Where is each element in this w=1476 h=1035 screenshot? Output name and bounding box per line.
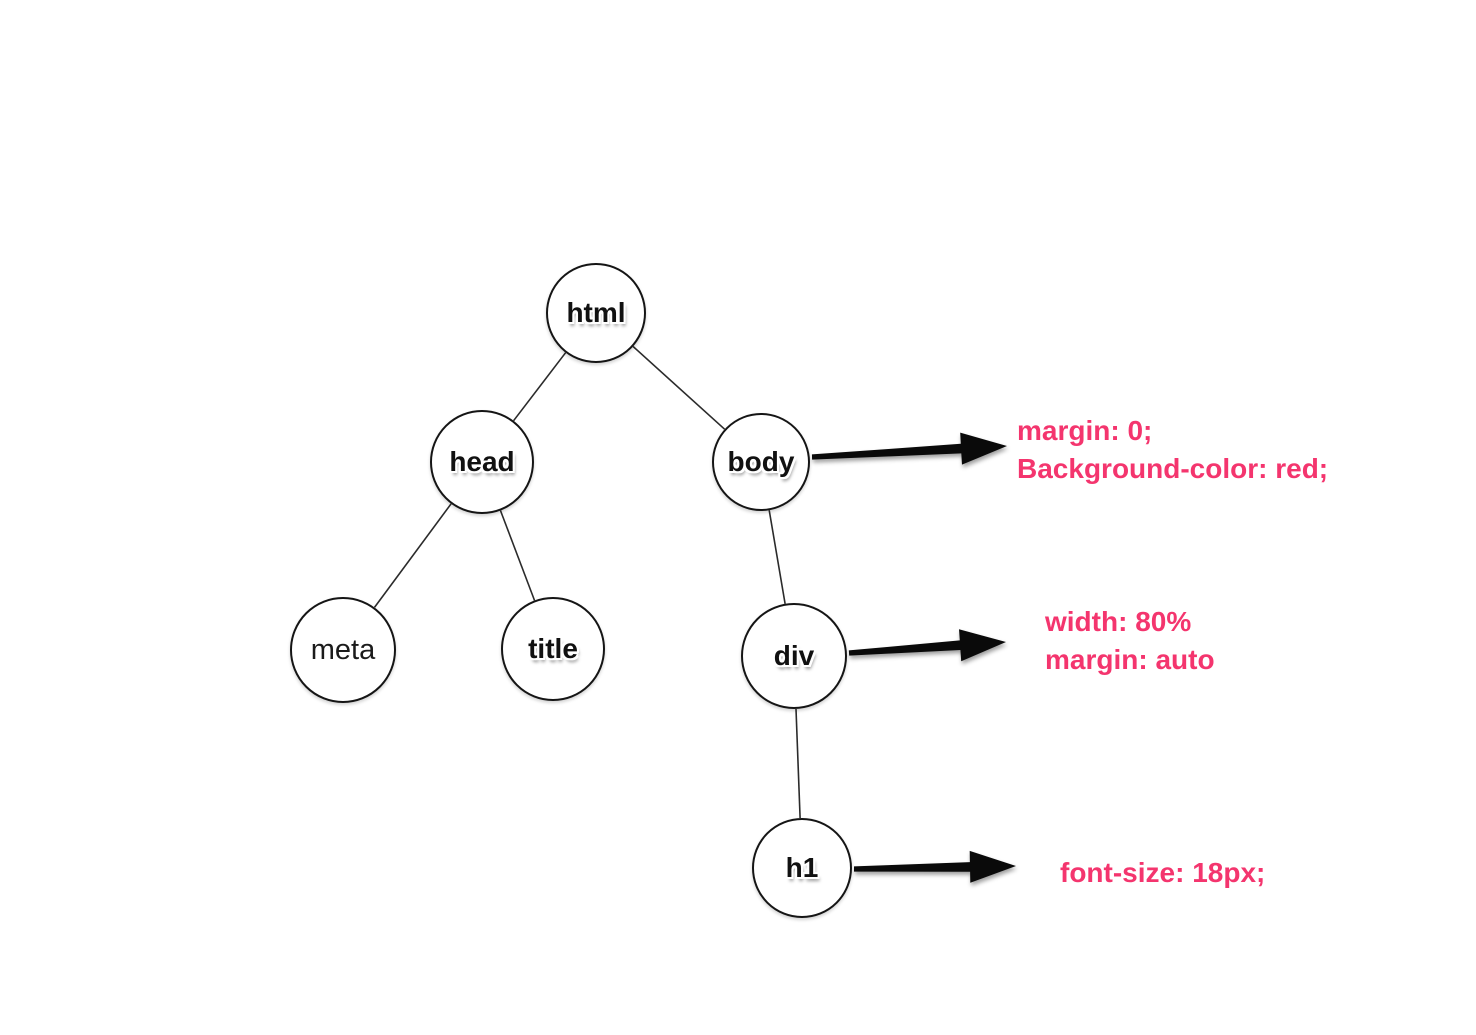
tree-node-label: meta [310,633,376,666]
edge-body-div [768,510,786,604]
css-annotation-h1-note: font-size: 18px; [1060,854,1265,892]
tree-node-title: title [501,597,605,701]
css-annotation-body-note: margin: 0; Background-color: red; [1017,412,1328,488]
css-annotation-line: Background-color: red; [1017,453,1329,484]
tree-node-head: head [430,410,534,514]
tree-node-body: body [712,413,810,511]
edge-html-head [512,352,567,422]
css-annotation-line: margin: auto [1045,644,1215,675]
css-annotation-line: font-size: 18px; [1060,857,1266,888]
css-annotation-line: margin: 0; [1017,415,1153,446]
edge-html-body [632,345,726,430]
tree-node-label: title [528,633,578,664]
body-arrow [811,432,1007,465]
css-annotation-line: width: 80% [1045,606,1192,637]
tree-node-div: div [741,603,847,709]
edge-head-meta [373,503,452,608]
h1-arrow [854,850,1016,883]
edge-head-title [499,510,536,601]
tree-node-label: body [727,446,795,477]
css-annotation-div-note: width: 80% margin: auto [1045,603,1215,679]
div-arrow [848,629,1006,662]
tree-node-meta: meta [290,597,396,703]
tree-node-html: html [546,263,646,363]
edge-div-h1 [795,708,801,819]
tree-node-label: div [773,640,815,671]
tree-node-label: html [566,297,626,328]
tree-node-label: h1 [785,852,819,883]
tree-node-h1: h1 [752,818,852,918]
tree-node-label: head [449,446,515,477]
